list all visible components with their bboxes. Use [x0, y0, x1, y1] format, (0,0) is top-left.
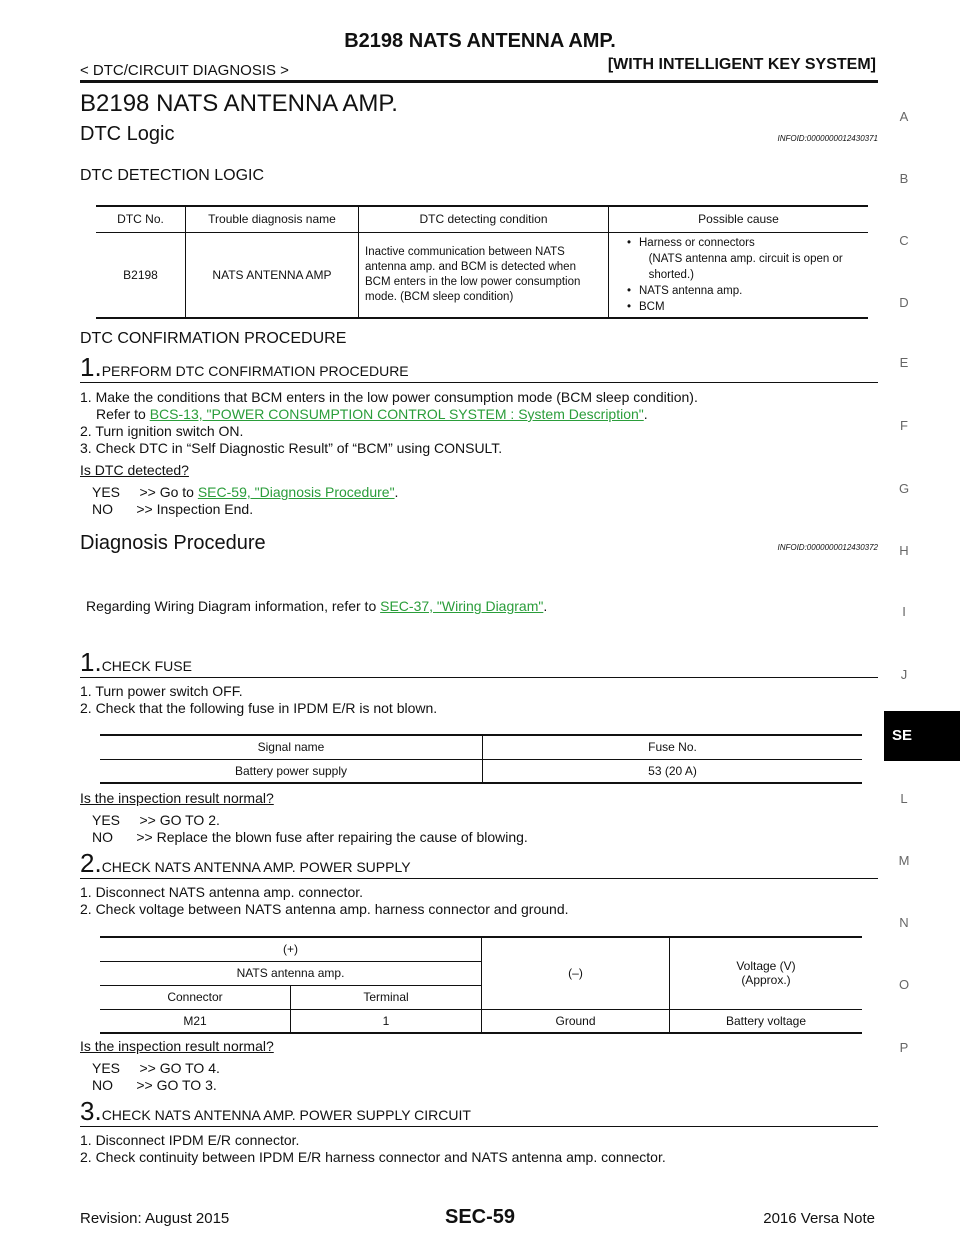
cell-signal: Battery power supply	[100, 759, 483, 784]
fuse-table: Signal name Fuse No. Battery power suppl…	[100, 734, 862, 784]
voltage-table: (+) (–) Voltage (V) (Approx.) NATS anten…	[100, 936, 862, 1034]
side-index-f[interactable]: F	[900, 418, 908, 433]
dtc-confirmation-heading: DTC CONFIRMATION PROCEDURE	[80, 330, 347, 347]
dtc-detection-heading: DTC DETECTION LOGIC	[80, 167, 265, 184]
page-number: SEC-59	[444, 1206, 516, 1228]
th-signal-name: Signal name	[100, 734, 483, 760]
th-cause: Possible cause	[608, 205, 868, 233]
diagnosis-infoid: INFOID:0000000012430372	[777, 543, 878, 552]
wiring-intro: Regarding Wiring Diagram information, re…	[86, 598, 548, 614]
confirm-step-1-body: 1. Make the conditions that BCM enters i…	[80, 389, 698, 517]
cell-terminal: 1	[290, 1008, 482, 1034]
th-component: NATS antenna amp.	[100, 961, 482, 986]
page-header-title: B2198 NATS ANTENNA AMP.	[344, 30, 616, 52]
side-index-e[interactable]: E	[899, 355, 909, 370]
dtc-table: DTC No. Trouble diagnosis name DTC detec…	[96, 205, 868, 319]
revision-text: Revision: August 2015	[80, 1210, 230, 1227]
side-index-j[interactable]: J	[900, 667, 908, 682]
side-index-n[interactable]: N	[899, 915, 909, 930]
main-title: B2198 NATS ANTENNA AMP.	[80, 90, 398, 117]
side-index-h[interactable]: H	[899, 543, 909, 558]
side-index-active-tab[interactable]: SE	[884, 711, 960, 761]
diag-step-3-body: 1. Disconnect IPDM E/R connector. 2. Che…	[80, 1132, 666, 1165]
th-terminal: Terminal	[290, 985, 482, 1009]
diag-step-2-result: Is the inspection result normal? YES >> …	[80, 1038, 274, 1093]
bcs-13-link[interactable]: BCS-13, "POWER CONSUMPTION CONTROL SYSTE…	[149, 406, 644, 422]
diag-step-1: 1.CHECK FUSE	[80, 647, 878, 678]
cell-dtc-no: B2198	[96, 232, 186, 319]
cell-condition: Inactive communication between NATS ante…	[358, 232, 609, 319]
th-plus: (+)	[100, 936, 482, 962]
cell-voltage: Battery voltage	[669, 1008, 862, 1034]
dtc-logic-infoid: INFOID:0000000012430371	[777, 134, 878, 143]
th-connector: Connector	[100, 985, 291, 1009]
th-fuse-no: Fuse No.	[482, 734, 862, 760]
side-index-l[interactable]: L	[900, 791, 908, 806]
th-condition: DTC detecting condition	[358, 205, 609, 233]
header-rule	[80, 80, 878, 83]
side-index-a[interactable]: A	[899, 109, 909, 124]
diag-step-2-body: 1. Disconnect NATS antenna amp. connecto…	[80, 884, 569, 917]
diag-step-3: 3.CHECK NATS ANTENNA AMP. POWER SUPPLY C…	[80, 1096, 878, 1127]
breadcrumb: < DTC/CIRCUIT DIAGNOSIS >	[80, 62, 289, 79]
diag-step-2: 2.CHECK NATS ANTENNA AMP. POWER SUPPLY	[80, 848, 878, 879]
th-minus: (–)	[481, 936, 670, 1010]
system-label: [WITH INTELLIGENT KEY SYSTEM]	[607, 56, 876, 73]
side-index-m[interactable]: M	[898, 853, 910, 868]
diag-step-1-body: 1. Turn power switch OFF. 2. Check that …	[80, 683, 438, 716]
model-text: 2016 Versa Note	[763, 1210, 875, 1227]
diagnosis-heading: Diagnosis Procedure	[80, 532, 266, 554]
diag-step-1-result: Is the inspection result normal? YES >> …	[80, 790, 528, 845]
th-name: Trouble diagnosis name	[185, 205, 359, 233]
sec-37-link[interactable]: SEC-37, "Wiring Diagram"	[380, 598, 544, 614]
dtc-logic-heading: DTC Logic	[80, 123, 175, 145]
sec-59-link[interactable]: SEC-59, "Diagnosis Procedure"	[197, 484, 395, 500]
side-index-c[interactable]: C	[899, 233, 909, 248]
cell-fuse: 53 (20 A)	[482, 759, 862, 784]
cell-ground: Ground	[481, 1008, 670, 1034]
th-voltage: Voltage (V) (Approx.)	[669, 936, 862, 1010]
side-index-o[interactable]: O	[898, 977, 910, 992]
cell-connector: M21	[100, 1008, 291, 1034]
side-index-i[interactable]: I	[902, 604, 906, 619]
side-index-b[interactable]: B	[899, 171, 909, 186]
side-index-d[interactable]: D	[899, 295, 909, 310]
confirm-step-1: 1.PERFORM DTC CONFIRMATION PROCEDURE	[80, 352, 878, 383]
cell-name: NATS ANTENNA AMP	[185, 232, 359, 319]
side-index-g[interactable]: G	[898, 481, 910, 496]
side-index-p[interactable]: P	[899, 1040, 909, 1055]
th-dtc-no: DTC No.	[96, 205, 186, 233]
cell-cause: Harness or connectors (NATS antenna amp.…	[608, 232, 868, 319]
